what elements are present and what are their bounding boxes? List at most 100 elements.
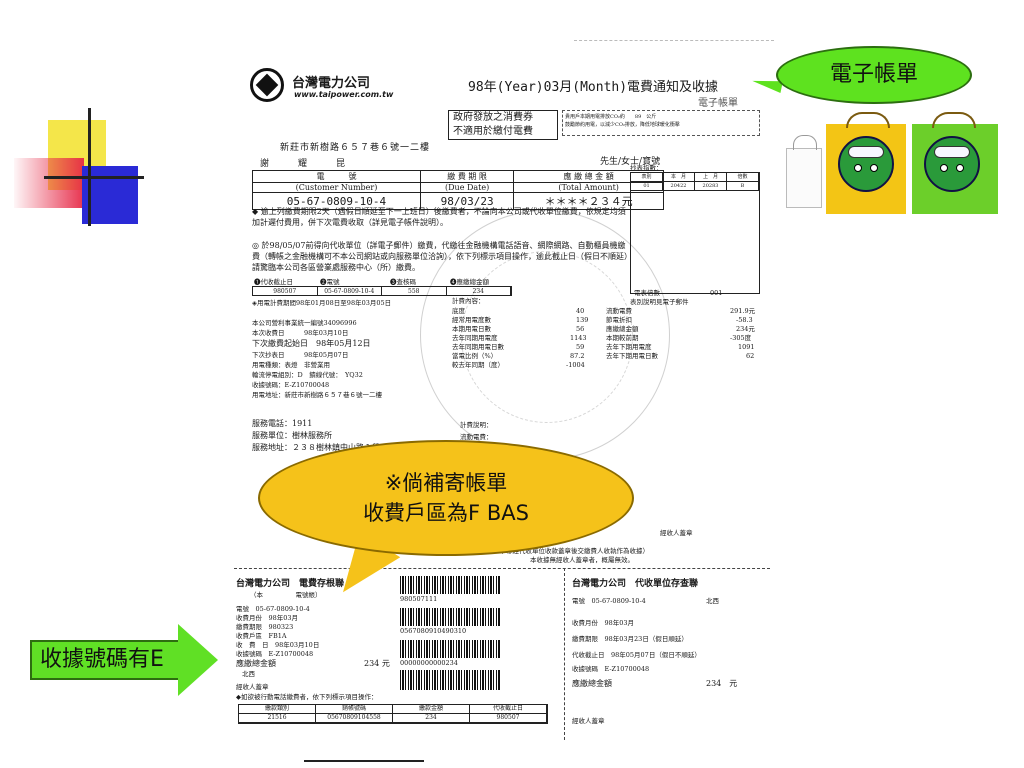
right-stub-total-label: 應繳總金額 [572, 679, 612, 688]
barcode-2 [400, 608, 500, 626]
receipt-number: 收據號碼：E-Z10700048 [252, 381, 330, 389]
calc-label: 去年同期用電日數 [452, 343, 504, 351]
meter-cell: 20283 [695, 182, 727, 190]
meter-header: 倍數 [727, 173, 759, 181]
stamp-line-1: 政府發放之消費券 [453, 112, 533, 123]
info-line: 下次繳費起始日 98年05月12日 [252, 339, 371, 348]
right-stub-month: 收費月份 98年03月 [572, 619, 635, 627]
info-line: 本次收費日 98年03月10日 [252, 329, 349, 337]
fee-value: -305度 [730, 334, 752, 342]
company-website: www.taipower.com.tw [294, 90, 394, 99]
meter-multiplier-label: 電表倍數 [634, 289, 660, 297]
calc-label: 較去年同期（度） [452, 361, 504, 369]
mascot-eye [870, 164, 878, 172]
customer-honorific: 先生/女士/寶號 [600, 157, 661, 167]
payment-table-header-cell: 銷帳號碼 [316, 705, 393, 713]
mini-header-2: ❷電號 [320, 278, 340, 286]
left-stub-receipt: 收據號碼 E-Z10700048 [236, 650, 314, 658]
footer-line [304, 760, 424, 762]
mini-header-3: ❸查核碼 [390, 278, 416, 286]
bill-summary-table: 電 號 繳 費 期 限 應 繳 總 金 額 (Customer Number) … [252, 170, 664, 210]
left-stub-payment-table: 繳款類別 銷帳號碼 繳款金額 代收截止日 21516 0567080910455… [238, 704, 548, 724]
left-stub-month: 收費月份 98年03月 [236, 614, 299, 622]
right-stub-total: 234 元 [706, 679, 738, 688]
callout-resend: ※倘補寄帳單 收費戶區為F BAS [258, 440, 634, 556]
header-due-date-en: (Due Date) [419, 182, 515, 193]
meter-footer-note: 表別說明見電子郵件 [630, 298, 689, 306]
service-phone: 服務電話：1911 [252, 419, 313, 428]
customer-number: 05-67-0809-10-4 [252, 192, 421, 210]
barcode-3-text: 00000000000234 [400, 659, 458, 667]
calc-label: 經常用電度數 [452, 316, 491, 324]
callout-resend-line-1: ※倘補寄帳單 [384, 471, 508, 495]
decor-vertical-line [88, 108, 91, 226]
barcode-1 [400, 576, 500, 594]
total-amount: ＊＊＊＊２３４元 [513, 192, 664, 210]
fee-value: 62 [746, 352, 755, 360]
taipower-logo-icon [250, 68, 284, 102]
mascot-visor [848, 146, 884, 158]
service-unit: 服務單位：樹林服務所 [252, 431, 332, 440]
barcode-3 [400, 640, 500, 658]
left-stub-title: 台灣電力公司 電費存根聯 [236, 579, 345, 589]
amount-code: 234 [447, 287, 511, 295]
bill-title: 98年(Year)03月(Month)電費通知及收據 [468, 80, 719, 95]
late-payment-notice: ◆ 逾上列繳費期限2天（遇假日順延至下一上班日）後繳費者，不論向本公司或代收單位… [252, 207, 626, 227]
payment-table-header-cell: 代收截止日 [470, 705, 547, 713]
check-code: 558 [382, 287, 447, 295]
meter-cell: 01 [631, 182, 663, 190]
mini-header-4: ❹應繳總金額 [450, 278, 489, 286]
cutoff-date-code: 980507 [253, 287, 318, 295]
calc-value: -1004 [566, 361, 585, 369]
left-stub-total: 234 元 [364, 659, 390, 668]
right-stub-collector: 經收人蓋章 [572, 717, 605, 725]
decor-red-square [14, 158, 84, 208]
fee-label: 節電折扣 [606, 316, 632, 324]
meter-cell: B [727, 182, 759, 190]
fee-value: -58.3 [736, 316, 753, 324]
mascot-eye [854, 164, 862, 172]
bag-small-image [786, 135, 822, 208]
calc-label: 本期用電日數 [452, 325, 491, 333]
stub-notice: 繳費：本聯經代收單位收款蓋章後交繳費人收執作為收據） [480, 547, 649, 555]
calc-label: 當電比例（%） [452, 352, 498, 360]
co2-note: 貴用戶本期用電排放CO₂約 89 公斤 鼓勵節約用電，以減少CO₂排放，降低地球… [562, 110, 760, 136]
calc-value: 1143 [570, 334, 587, 342]
payment-code-table: 980507 05-67-0809-10-4 558 234 [252, 286, 512, 296]
meter-value-row: 01 20422 20283 B [631, 182, 759, 191]
fee-value: 291.9元 [730, 307, 756, 315]
mascot-face [838, 136, 894, 192]
calc-label: 底度 [452, 307, 465, 315]
calc-value: 56 [576, 325, 585, 333]
fee-note: 計費說明： [460, 421, 493, 429]
bag-green-image [912, 112, 998, 214]
calc-value: 59 [576, 343, 585, 351]
company-name: 台灣電力公司 [292, 76, 371, 91]
info-line: 本公司營利事業統一編號34096996 [252, 319, 357, 327]
fee-note-2: 流動電費： [460, 433, 493, 441]
payment-table-cell: 05670809104558 [316, 714, 393, 722]
mascot-visor [934, 146, 970, 158]
right-stub-number: 電號 05-67-0809-10-4 [572, 597, 646, 605]
left-stub-date: 收 費 日 98年03月10日 [236, 641, 320, 649]
right-stub-due: 繳費期限 98年03月23日（假日順延） [572, 635, 688, 643]
payment-table-cell: 21516 [239, 714, 316, 722]
decor-horizontal-line [44, 176, 144, 179]
right-stub-receipt: 收據號碼 E-Z10700048 [572, 665, 650, 673]
mascot-eye [940, 164, 948, 172]
payment-table-header-cell: 繳款金額 [393, 705, 470, 713]
meter-multiplier-value: 001 [710, 289, 723, 297]
right-stub-area: 北西 [706, 597, 719, 605]
fee-label: 應繳總金額 [606, 325, 639, 333]
calc-title: 計費內容： [452, 297, 485, 305]
info-line: 下次抄表日 98年05月07日 [252, 351, 349, 359]
fee-label: 流動電費 [606, 307, 632, 315]
bag-yellow-image [826, 112, 906, 214]
mini-header-1: ❶代收截止日 [254, 278, 293, 286]
left-stub-sub: （本 電號帳） [250, 591, 322, 599]
meter-title: 抄表指數： [630, 164, 663, 172]
info-line: 用電種類：表燈 非營業用 [252, 361, 330, 369]
fee-label: 去年下期用電日數 [606, 352, 658, 360]
due-date: 98/03/23 [419, 192, 515, 210]
payment-channel-notice: ◎ 於98/05/07前得向代收單位（詳電子郵件）繳費，代繳往金融機構電話語音、… [252, 241, 628, 272]
